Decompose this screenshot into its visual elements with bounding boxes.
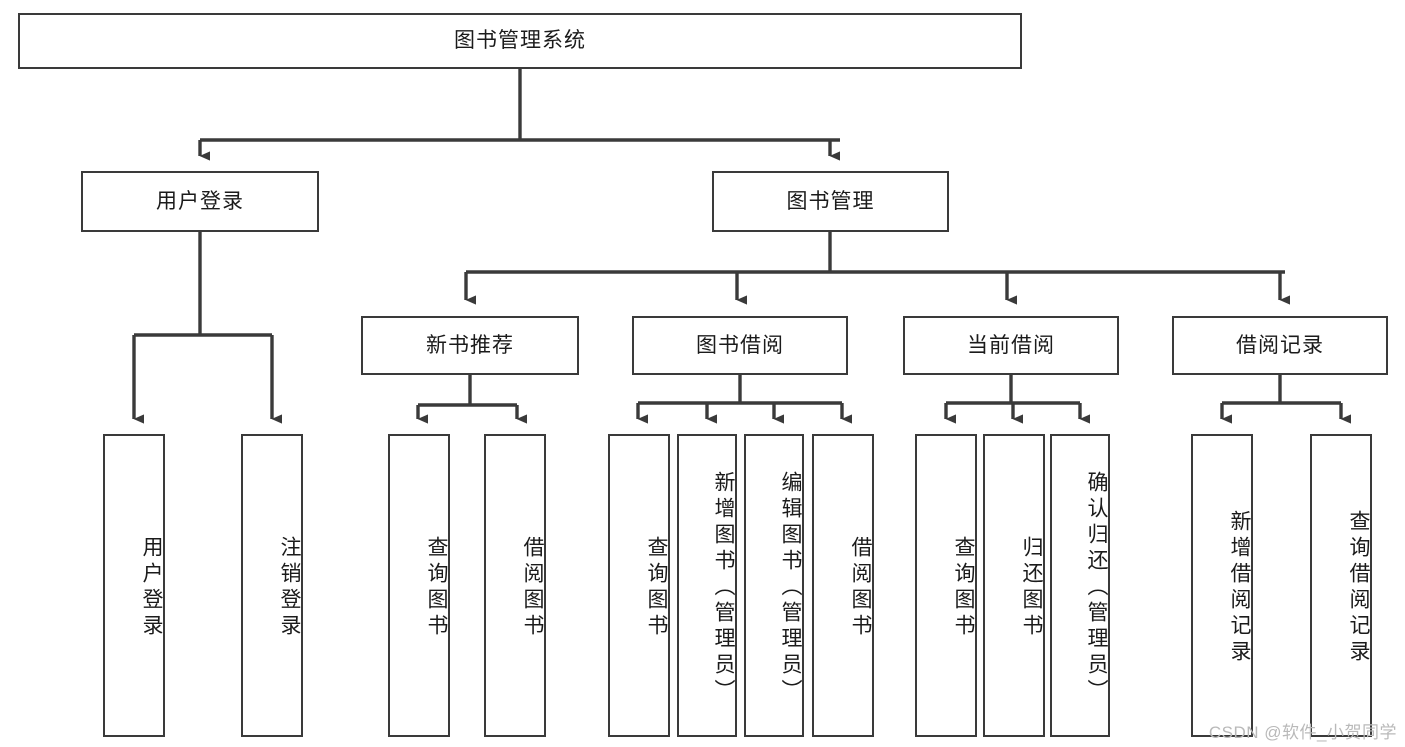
node-book-manage-label: 图书管理	[786, 189, 875, 213]
node-leaf-borrow-book-2-label: 借阅图书	[849, 535, 872, 640]
node-leaf-logout-label: 注销登录	[278, 535, 301, 640]
node-leaf-query-book-3[interactable]: 查询图书	[915, 434, 977, 737]
node-leaf-query-book-2-label: 查询图书	[645, 535, 668, 640]
node-root-label: 图书管理系统	[454, 29, 586, 53]
node-root[interactable]: 图书管理系统	[18, 13, 1022, 69]
node-book-borrow-label: 图书借阅	[696, 333, 784, 357]
node-leaf-query-book-1-label: 查询图书	[425, 535, 448, 640]
node-leaf-borrow-book-2[interactable]: 借阅图书	[812, 434, 874, 737]
node-new-book-rec-label: 新书推荐	[426, 333, 514, 357]
node-leaf-query-book-2[interactable]: 查询图书	[608, 434, 670, 737]
node-leaf-return-book[interactable]: 归还图书	[983, 434, 1045, 737]
node-leaf-edit-book[interactable]: 编辑图书（管理员）	[744, 434, 804, 737]
node-leaf-user-login-label: 用户登录	[140, 535, 163, 640]
node-current-borrow[interactable]: 当前借阅	[903, 316, 1119, 375]
node-leaf-query-book-3-label: 查询图书	[952, 535, 975, 640]
node-leaf-borrow-book-1-label: 借阅图书	[521, 535, 544, 640]
node-user-login[interactable]: 用户登录	[81, 171, 319, 232]
node-leaf-query-book-1[interactable]: 查询图书	[388, 434, 450, 737]
node-leaf-add-record-label: 新增借阅记录	[1228, 509, 1251, 666]
node-leaf-add-record[interactable]: 新增借阅记录	[1191, 434, 1253, 737]
node-leaf-edit-book-label: 编辑图书（管理员）	[779, 470, 802, 705]
node-leaf-return-book-label: 归还图书	[1020, 535, 1043, 640]
node-user-login-label: 用户登录	[156, 189, 244, 213]
node-leaf-borrow-book-1[interactable]: 借阅图书	[484, 434, 546, 737]
node-leaf-query-record[interactable]: 查询借阅记录	[1310, 434, 1372, 737]
node-new-book-rec[interactable]: 新书推荐	[361, 316, 579, 375]
node-book-borrow[interactable]: 图书借阅	[632, 316, 848, 375]
node-borrow-record[interactable]: 借阅记录	[1172, 316, 1388, 375]
node-leaf-query-record-label: 查询借阅记录	[1347, 509, 1370, 666]
node-current-borrow-label: 当前借阅	[967, 333, 1055, 357]
node-leaf-user-login[interactable]: 用户登录	[103, 434, 165, 737]
node-borrow-record-label: 借阅记录	[1236, 333, 1324, 357]
node-leaf-confirm-return[interactable]: 确认归还（管理员）	[1050, 434, 1110, 737]
node-leaf-add-book-label: 新增图书（管理员）	[712, 470, 735, 705]
node-leaf-add-book[interactable]: 新增图书（管理员）	[677, 434, 737, 737]
node-leaf-confirm-return-label: 确认归还（管理员）	[1085, 470, 1108, 705]
node-book-manage[interactable]: 图书管理	[712, 171, 949, 232]
node-leaf-logout[interactable]: 注销登录	[241, 434, 303, 737]
